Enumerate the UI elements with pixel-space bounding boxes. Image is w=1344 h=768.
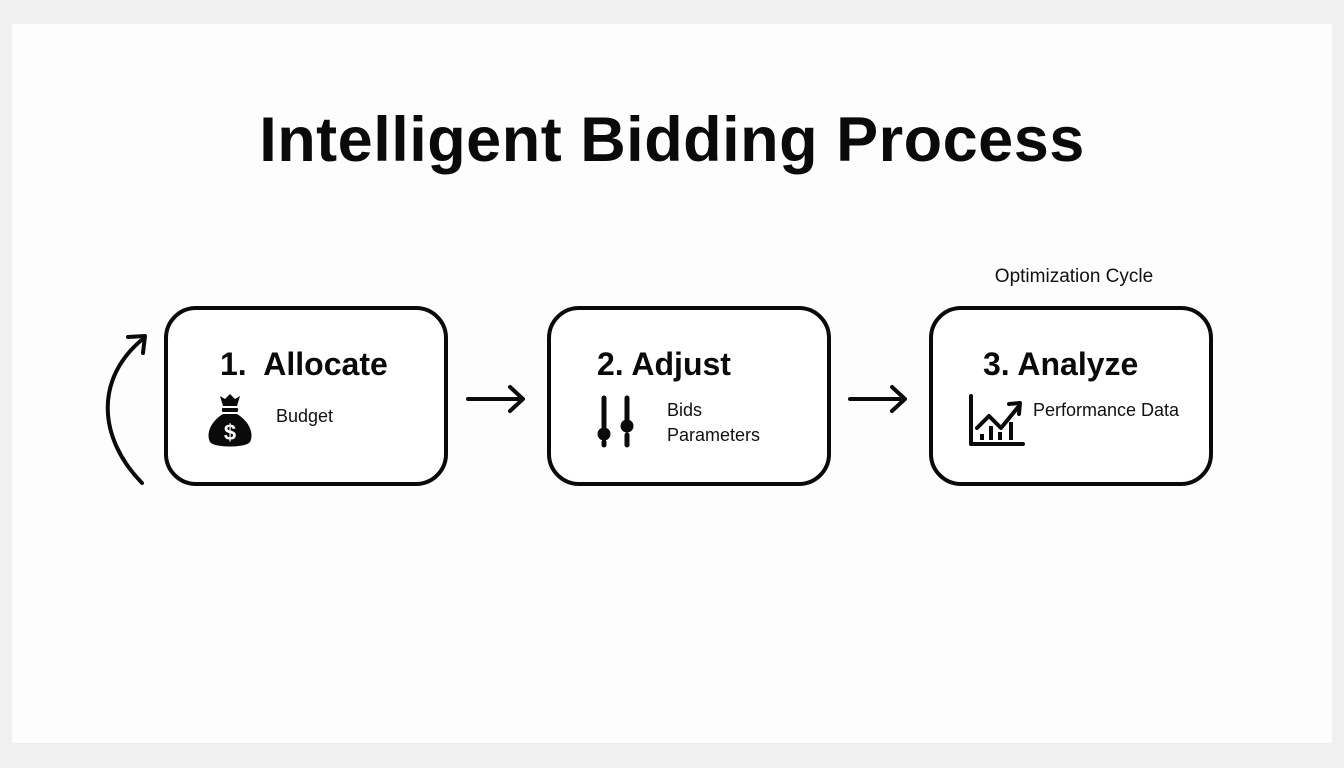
diagram-title: Intelligent Bidding Process xyxy=(259,105,1085,175)
svg-text:$: $ xyxy=(224,420,236,445)
step-title: 1. Allocate xyxy=(220,346,388,382)
step-allocate: 1. Allocate $ Budget xyxy=(164,306,448,486)
step-title: 3. Analyze xyxy=(983,346,1139,382)
curved-loop-arrow-icon xyxy=(105,334,147,485)
desc-line: Bids xyxy=(667,400,703,420)
sliders-icon xyxy=(597,395,634,448)
cycle-label: Optimization Cycle xyxy=(994,266,1154,287)
step-title: 2. Adjust xyxy=(597,346,731,382)
desc-line: Performance Data xyxy=(1033,400,1180,420)
right-arrow-icon xyxy=(466,385,525,413)
desc-line: Parameters xyxy=(667,425,761,445)
step-description: Performance Data xyxy=(1033,398,1179,423)
step-description: Budget xyxy=(276,404,333,429)
step-description: Bids Parameters xyxy=(667,398,760,448)
right-arrow-icon xyxy=(848,385,907,413)
money-bag-icon: $ xyxy=(208,394,252,447)
step-analyze: 3. Analyze Performance Data xyxy=(929,306,1213,486)
growth-chart-icon xyxy=(969,394,1025,446)
step-adjust: 2. Adjust Bids Parameters xyxy=(547,306,831,486)
desc-line: Budget xyxy=(276,406,334,426)
